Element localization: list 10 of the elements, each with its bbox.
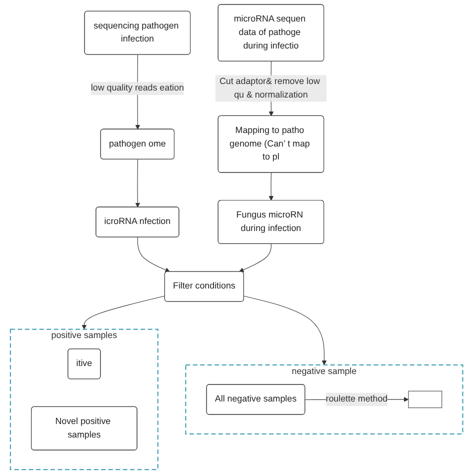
edge-label: Cut adaptor& remove low qu & normalization [220, 76, 320, 100]
arrow [136, 159, 140, 208]
node-box [408, 390, 443, 408]
edge-label: roulette method [326, 394, 388, 404]
edge-label: low quality reads eation [91, 83, 184, 93]
arrow [269, 172, 274, 201]
arrow [244, 296, 328, 366]
arrow [82, 296, 166, 330]
arrow [239, 244, 272, 272]
arrow [138, 237, 170, 272]
